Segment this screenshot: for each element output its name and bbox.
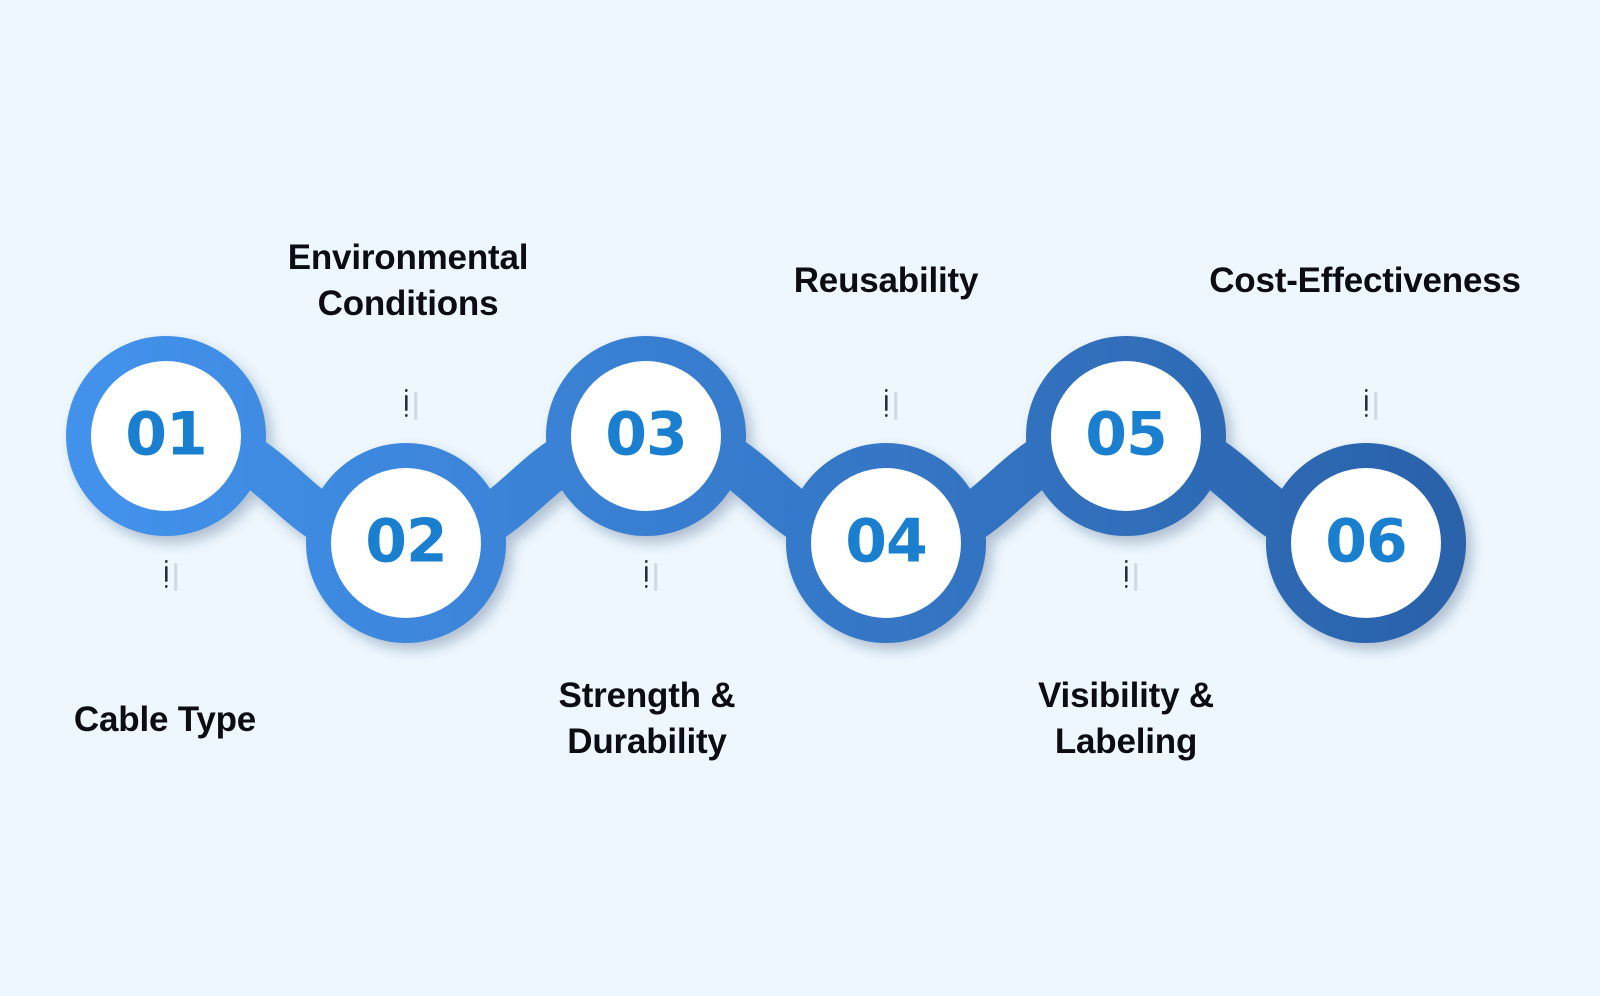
step-label-cost-effectiveness: Cost-Effectiveness	[1209, 261, 1521, 300]
step-disc	[331, 468, 481, 618]
step-label-strength-durability: Strength & Durability	[558, 676, 736, 761]
connector-dash	[1134, 563, 1138, 591]
connector-dash	[645, 566, 648, 582]
connector-dash	[1125, 560, 1128, 563]
step-disc	[571, 361, 721, 511]
connector-mark	[405, 389, 418, 420]
connector-dash	[414, 392, 418, 420]
connector-dash	[645, 560, 648, 563]
step-number: 05	[1085, 400, 1167, 470]
connector-dash	[645, 585, 648, 588]
step-label-cable-type: Cable Type	[73, 700, 257, 739]
step-disc	[811, 468, 961, 618]
step-number: 06	[1325, 507, 1407, 577]
connector-mark	[885, 389, 898, 420]
step-node-03: 03	[571, 361, 721, 511]
step-disc	[91, 361, 241, 511]
connector-dash	[885, 389, 888, 392]
connector-mark	[1365, 389, 1378, 420]
connector-mark	[1125, 560, 1138, 591]
step-node-06: 06	[1291, 468, 1441, 618]
step-node-04: 04	[811, 468, 961, 618]
step-disc	[1291, 468, 1441, 618]
connector-dash	[165, 566, 168, 582]
chain-outline	[66, 336, 1466, 643]
step-number: 02	[365, 507, 447, 577]
step-label-visibility-labeling: Visibility & Labeling	[1038, 676, 1214, 761]
connector-dash	[1365, 389, 1368, 392]
connector-dash	[894, 392, 898, 420]
step-disc	[1051, 361, 1201, 511]
step-node-02: 02	[331, 468, 481, 618]
step-node-01: 01	[91, 361, 241, 511]
step-number: 03	[605, 400, 687, 470]
connector-dash	[1365, 395, 1368, 411]
connector-dash	[654, 563, 658, 591]
step-label-environmental-conditions: Environmental Conditions	[287, 238, 529, 323]
connector-mark	[165, 560, 178, 591]
connector-dash	[165, 585, 168, 588]
connector-dash	[165, 560, 168, 563]
connector-dash	[1365, 414, 1368, 417]
step-number: 04	[845, 507, 927, 577]
step-node-05: 05	[1051, 361, 1201, 511]
connector-dash	[405, 389, 408, 392]
connector-mark	[645, 560, 658, 591]
connector-marks	[165, 389, 1378, 591]
connector-dash	[1125, 566, 1128, 582]
step-label-reusability: Reusability	[793, 261, 979, 300]
connector-dash	[885, 395, 888, 411]
step-number: 01	[125, 400, 207, 470]
connector-dash	[405, 395, 408, 411]
connector-dash	[1125, 585, 1128, 588]
connector-dash	[174, 563, 178, 591]
connector-dash	[1374, 392, 1378, 420]
connector-dash	[885, 414, 888, 417]
step-nodes: 01 02 03 04 05 06	[91, 361, 1441, 618]
connector-dash	[405, 414, 408, 417]
